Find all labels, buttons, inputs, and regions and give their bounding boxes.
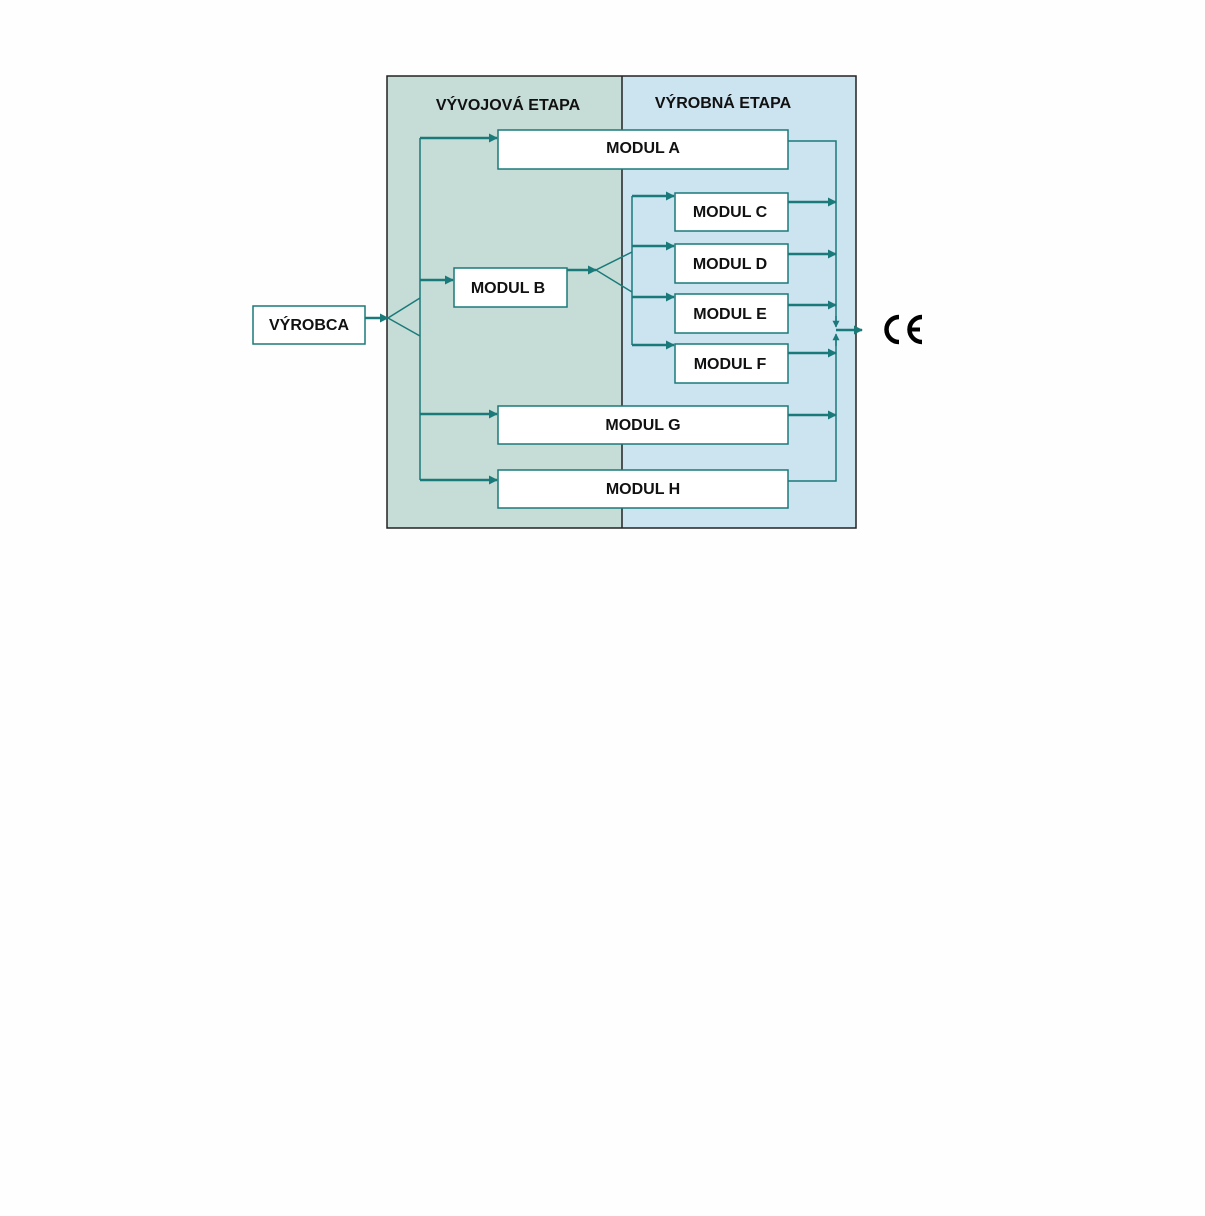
manufacturer-split-lines — [386, 297, 421, 337]
module-h-output-line — [788, 336, 837, 482]
module-e-box — [674, 293, 789, 334]
module-c-label: MODUL C — [693, 204, 768, 221]
development-phase-title: VÝVOJOVÁ ETAPA — [436, 95, 581, 114]
module-b-split-lines — [594, 251, 633, 293]
module-d-label: MODUL D — [693, 256, 767, 273]
module-f-label: MODUL F — [694, 356, 767, 373]
ce-mark-icon — [884, 314, 923, 345]
module-a-box — [497, 129, 789, 170]
module-a-output-line — [788, 140, 837, 326]
module-g-label: MODUL G — [605, 417, 680, 434]
module-d-box — [674, 243, 789, 284]
module-g-box — [497, 405, 789, 445]
manufacturer-box — [252, 305, 366, 345]
module-h-box — [497, 469, 789, 509]
module-b-box — [453, 267, 568, 308]
module-h-label: MODUL H — [606, 481, 680, 498]
module-b-label: MODUL B — [471, 280, 545, 297]
module-f-box — [674, 343, 789, 384]
production-phase-title: VÝROBNÁ ETAPA — [655, 93, 792, 112]
module-e-label: MODUL E — [693, 306, 767, 323]
manufacturer-label: VÝROBCA — [269, 315, 349, 334]
module-c-box — [674, 192, 789, 232]
module-a-label: MODUL A — [606, 140, 680, 157]
